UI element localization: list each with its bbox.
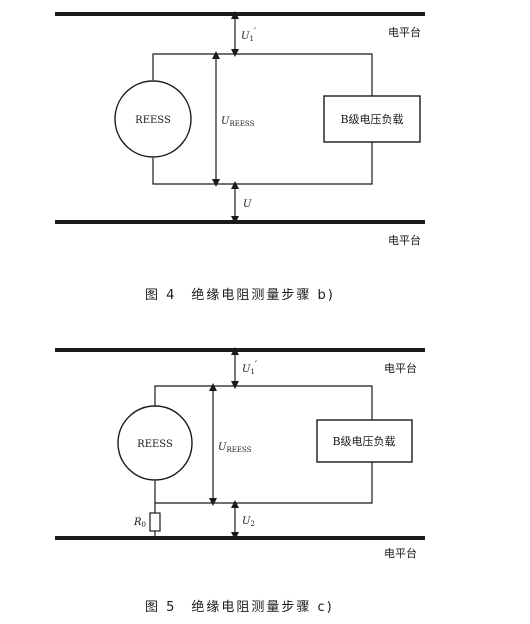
reess-source — [114, 80, 192, 158]
u1-prime-label: U1′ — [241, 27, 257, 43]
u2-label: U2 — [242, 516, 255, 528]
circuit-wires — [152, 53, 373, 185]
figure-5-caption: 图 5 绝缘电阻测量步骤 c) — [145, 599, 334, 615]
load-label: B级电压负载 — [332, 434, 395, 448]
reess-source — [117, 405, 193, 481]
top-platform-label: 电平台 — [388, 25, 421, 39]
u-reess-label: UREESS — [221, 116, 255, 128]
circuit-wires — [154, 385, 373, 538]
load-label: B级电压负载 — [340, 112, 403, 126]
u-bottom-label: U — [243, 199, 252, 210]
b-voltage-load — [323, 95, 421, 143]
figure-5: 电平台 电平台 REESS B级电压负载 R0 UREESS U1′ — [55, 347, 425, 615]
top-platform-label: 电平台 — [384, 361, 417, 375]
bottom-platform-label: 电平台 — [388, 233, 421, 247]
bottom-platform-label: 电平台 — [384, 546, 417, 560]
u-reess-label: UREESS — [218, 442, 252, 454]
resistor-r0-label: R0 — [133, 517, 146, 529]
reess-label: REESS — [137, 439, 173, 450]
resistor-r0 — [149, 512, 161, 532]
b-voltage-load — [316, 419, 413, 463]
reess-label: REESS — [135, 115, 171, 126]
figure-4-caption: 图 4 绝缘电阻测量步骤 b) — [145, 287, 335, 303]
figure-4: 电平台 电平台 REESS B级电压负载 UREESS U1′ U 图 4 绝缘… — [55, 11, 425, 303]
u1-prime-label: U1′ — [242, 360, 258, 376]
